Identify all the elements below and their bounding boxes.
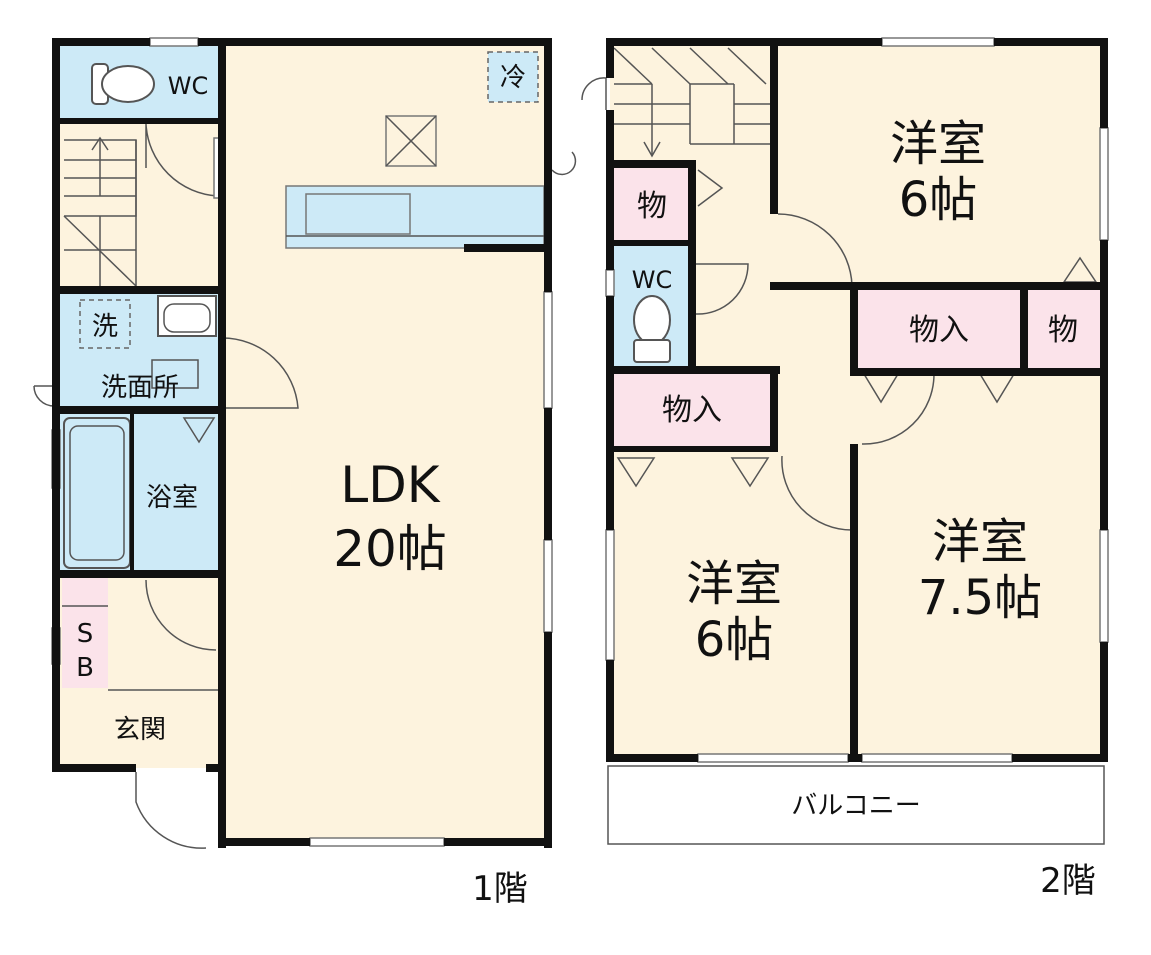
room-ne-area [774, 44, 1102, 286]
bath-label: 浴室 [146, 483, 198, 513]
closet-right-area [858, 290, 1020, 368]
closet-right-label: 物入 [909, 313, 969, 348]
washroom-label: 洗面所 [101, 373, 179, 403]
room-sw-size: 6帖 [695, 612, 774, 668]
stairs-2f [613, 47, 770, 158]
room-sw-area [610, 450, 854, 758]
fridge-icon [487, 51, 539, 103]
kitchen-sink [305, 193, 411, 235]
room-se-name: 洋室 [932, 514, 1028, 570]
shoebox-s-label: S [77, 619, 94, 649]
ldk-size-label: 20帖 [333, 520, 447, 578]
bathtub-icon [63, 417, 131, 569]
storage-small-label: 物 [637, 189, 667, 224]
ldk-name-label: LDK [340, 456, 440, 514]
ldk-area [222, 44, 548, 842]
shoebox-area [62, 578, 108, 688]
washer-icon [79, 299, 131, 349]
closet-area [614, 372, 772, 448]
balcony-label: バルコニー [791, 791, 920, 821]
storage-small-area [614, 166, 692, 240]
shoebox-b-label: B [76, 653, 94, 683]
stairs-1f [63, 136, 137, 287]
floor1-plan: 冷 WC 洗 洗面所 [33, 37, 577, 849]
toilet2-icon [633, 295, 671, 363]
room-sw-name: 洋室 [686, 556, 782, 612]
entrance-label: 玄関 [114, 715, 166, 745]
washer-label: 洗 [92, 312, 118, 342]
wc2-label: WC [632, 266, 673, 294]
wc1-label: WC [168, 72, 209, 100]
closet-label: 物入 [662, 393, 722, 428]
room-ne-name: 洋室 [890, 116, 986, 172]
room-ne-size: 6帖 [899, 172, 978, 228]
room-se-size: 7.5帖 [918, 570, 1042, 626]
floor2-caption: 2階 [1040, 861, 1096, 901]
floor1-caption: 1階 [472, 869, 528, 909]
wash-basin-icon [157, 295, 217, 337]
storage-right-label: 物 [1048, 313, 1078, 348]
storage-right-area [1026, 290, 1102, 368]
fridge-label: 冷 [500, 63, 526, 93]
vent-icon [385, 115, 437, 167]
toilet-icon [91, 63, 155, 105]
stair1-area [58, 124, 222, 288]
floor2-plan [581, 37, 1109, 845]
balcony-area [607, 765, 1105, 845]
